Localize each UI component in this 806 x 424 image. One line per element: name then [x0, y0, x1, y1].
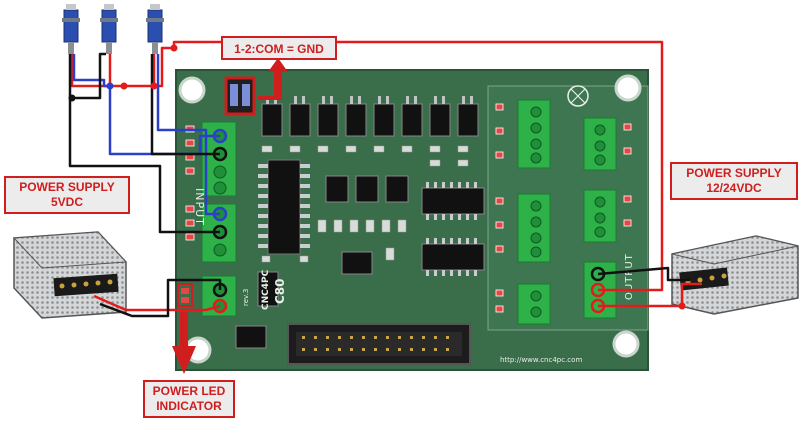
mount-hole: [614, 74, 642, 102]
proximity-sensor: [62, 4, 80, 54]
silk-model: C80: [273, 278, 287, 304]
callout-line: 5VDC: [50, 195, 83, 209]
callout-line: POWER SUPPLY: [686, 166, 782, 180]
idc-header-connector: [287, 323, 471, 365]
mount-hole: [178, 76, 206, 104]
power-supply-24v: [671, 235, 799, 315]
callout-line: INDICATOR: [156, 399, 222, 413]
callout-power-supply-5v: POWER SUPPLY 5VDC: [4, 176, 130, 214]
proximity-sensor: [100, 4, 118, 54]
power-led: [177, 283, 193, 307]
logo-icon: [567, 85, 589, 107]
callout-power-led: POWER LED INDICATOR: [143, 380, 235, 418]
callout-line: POWER LED: [152, 384, 226, 398]
relay-row: [261, 103, 479, 137]
breakout-board: INPUT OUTPUT CNC4PC C80 rev.3 http://www…: [175, 69, 649, 371]
silk-url: http://www.cnc4pc.com: [500, 356, 582, 364]
wire-junction: [68, 44, 686, 310]
silk-output-label: OUTPUT: [624, 253, 635, 300]
callout-common-ground-text: 1-2:COM = GND: [234, 42, 324, 56]
callout-power-supply-24v: POWER SUPPLY 12/24VDC: [670, 162, 798, 200]
proximity-sensor: [146, 4, 164, 54]
mount-hole: [612, 330, 640, 358]
callout-common-ground: 1-2:COM = GND: [221, 36, 337, 60]
callout-line: POWER SUPPLY: [19, 180, 115, 194]
silk-input-label: INPUT: [193, 188, 206, 226]
callout-line: 12/24VDC: [706, 181, 762, 195]
arrow-down-icon: [172, 312, 196, 374]
silk-revision: rev.3: [242, 289, 250, 306]
power-supply-5v: [12, 231, 128, 319]
arrow-icon: [258, 58, 288, 100]
silk-brand: CNC4PC: [261, 269, 271, 310]
ic-chip: [258, 159, 310, 255]
